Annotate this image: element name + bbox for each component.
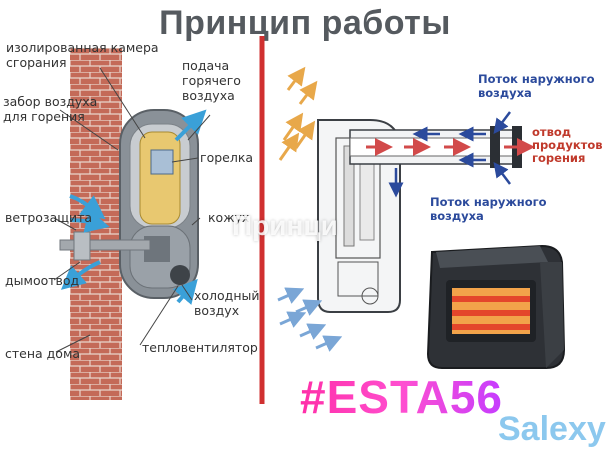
page-title: Принцип работы xyxy=(159,4,451,42)
heater-unit-image xyxy=(426,244,566,369)
label-wind: ветрозащита xyxy=(5,210,93,225)
leader-lines xyxy=(53,67,211,353)
heater-body xyxy=(119,109,199,299)
label-burner: горелка xyxy=(200,150,254,165)
label-intake: забор воздуха для горения xyxy=(3,94,98,124)
label-exhaust: отвод продуктов горения xyxy=(532,125,603,165)
wind-arrow xyxy=(69,209,110,233)
label-outer-air-bottom: Поток наружного воздуха xyxy=(430,195,547,223)
watermark-esta: #ESTA56 xyxy=(300,371,504,423)
label-flue: дымоотвод xyxy=(5,273,80,288)
label-outer-air-top: Поток наружного воздуха xyxy=(478,72,595,100)
outer-air-arrows xyxy=(388,111,511,198)
label-supply: подача горячего воздуха xyxy=(182,58,241,103)
watermark-text: Принци xyxy=(232,210,338,241)
flue-pipe xyxy=(59,239,151,251)
label-chamber: изолированная камера сгорания xyxy=(6,40,159,70)
cold-arrows xyxy=(277,287,343,352)
label-casing: кожух xyxy=(208,210,250,225)
label-cold: холодный воздух xyxy=(194,288,260,318)
label-wall: стена дома xyxy=(5,346,81,361)
supply-arrow xyxy=(174,109,207,142)
heater-section xyxy=(317,119,401,313)
heat-arrows xyxy=(278,66,318,161)
watermark-salexy: Salexy xyxy=(498,410,606,448)
cold-arrow xyxy=(173,278,198,305)
label-fan: тепловентилятор xyxy=(142,340,258,355)
wind-guard xyxy=(73,231,91,261)
flue-arrow xyxy=(60,260,101,290)
